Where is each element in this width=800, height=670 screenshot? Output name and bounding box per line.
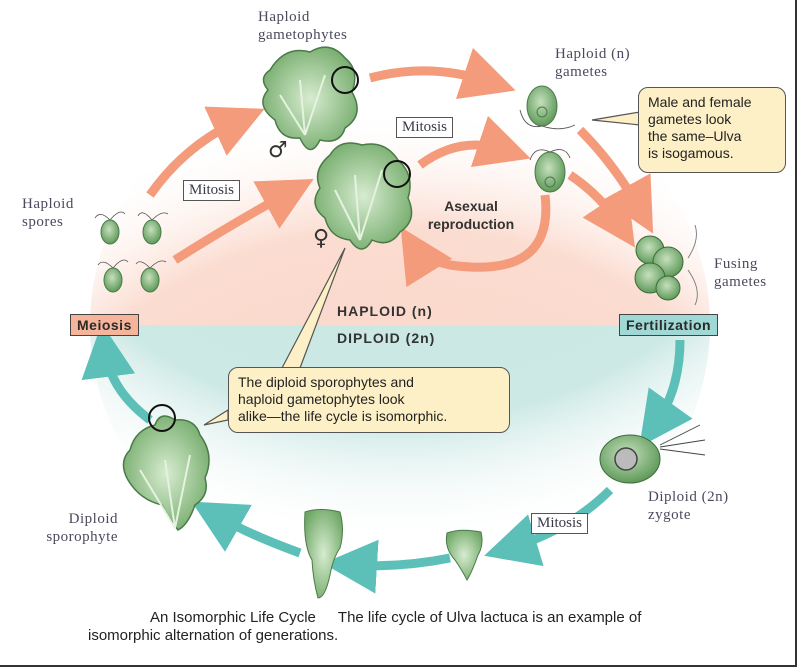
callout-line: gametes look bbox=[648, 111, 732, 127]
mitosis-label-top: Mitosis bbox=[396, 117, 454, 138]
haploid-ploidy-label: HAPLOID (n) bbox=[337, 303, 433, 319]
diploid-ploidy-label: DIPLOID (2n) bbox=[337, 330, 436, 346]
mitosis-label-bottom: Mitosis bbox=[531, 513, 589, 534]
diploid-sporophyte bbox=[122, 404, 210, 531]
label-line: Diploid (2n) bbox=[648, 489, 729, 505]
callout-line: Male and female bbox=[648, 94, 752, 110]
callout-line: is isogamous. bbox=[648, 145, 734, 161]
label-line: sporophyte bbox=[46, 529, 118, 545]
male-gametophyte bbox=[262, 46, 359, 151]
caption-text: The life cycle of Ulva lactuca is an exa… bbox=[337, 609, 642, 626]
female-gametophyte bbox=[314, 142, 413, 250]
fusing-gametes bbox=[634, 224, 698, 306]
young-sporophyte-large bbox=[304, 509, 343, 599]
meiosis-label: Meiosis bbox=[70, 314, 139, 336]
diploid-zygote-label: Diploid (2n) zygote bbox=[648, 488, 729, 524]
haploid-spores-label: Haploid spores bbox=[22, 195, 74, 231]
young-sporophyte-small bbox=[445, 529, 483, 582]
figure-caption-line1: An Isomorphic Life Cycle The life cycle o… bbox=[150, 609, 641, 627]
male-symbol-icon: ♂ bbox=[268, 138, 288, 163]
label-line: gametophytes bbox=[258, 27, 348, 43]
haploid-arrows bbox=[146, 47, 654, 288]
label-line: Asexual bbox=[444, 198, 498, 214]
fusing-gametes-label: Fusing gametes bbox=[714, 255, 767, 291]
haploid-gametophytes-label: Haploid gametophytes bbox=[258, 8, 347, 44]
callout-line: alike—the life cycle is isomorphic. bbox=[238, 408, 448, 424]
label-line: spores bbox=[22, 214, 64, 230]
label-line: reproduction bbox=[427, 216, 515, 232]
figure-title: An Isomorphic Life Cycle bbox=[150, 609, 316, 626]
asexual-reproduction-label: Asexual reproduction bbox=[415, 197, 527, 233]
haploid-spores bbox=[94, 211, 169, 293]
label-line: gametes bbox=[555, 64, 608, 80]
figure-caption-line2: isomorphic alternation of generations. bbox=[88, 627, 339, 644]
callout-line: haploid gametophytes look bbox=[238, 391, 405, 407]
haploid-gametes bbox=[519, 85, 576, 193]
diploid-zygote bbox=[599, 424, 706, 484]
label-line: gametes bbox=[714, 274, 767, 290]
female-symbol-icon: ♀ bbox=[313, 226, 330, 251]
fertilization-label: Fertilization bbox=[619, 314, 719, 336]
diploid-sporophyte-label: Diploid sporophyte bbox=[26, 510, 118, 546]
mitosis-label-left: Mitosis bbox=[183, 180, 241, 201]
haploid-gametes-label: Haploid (n) gametes bbox=[555, 45, 630, 81]
callout-line: The diploid sporophytes and bbox=[238, 374, 414, 390]
isogamous-callout: Male and female gametes look the same–Ul… bbox=[638, 87, 786, 173]
callout-line: the same–Ulva bbox=[648, 128, 742, 144]
label-line: Haploid bbox=[258, 9, 310, 25]
isomorphic-callout: The diploid sporophytes and haploid game… bbox=[228, 367, 510, 433]
label-line: Fusing bbox=[714, 256, 758, 272]
label-line: Diploid bbox=[68, 511, 118, 527]
label-line: zygote bbox=[648, 507, 691, 523]
label-line: Haploid (n) bbox=[555, 46, 631, 62]
label-line: Haploid bbox=[22, 196, 74, 212]
